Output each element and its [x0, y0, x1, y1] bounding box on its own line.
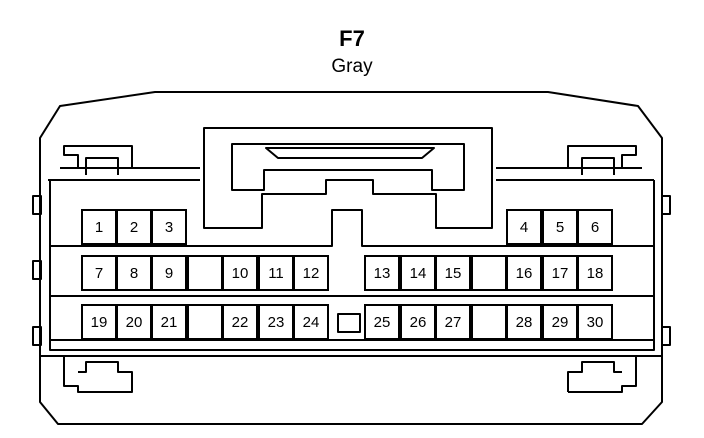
pin-cavity-1 [81, 209, 117, 245]
pin-label-16: 16 [516, 265, 533, 282]
pin-cavity-13 [364, 255, 400, 291]
pin-cavity-14 [400, 255, 436, 291]
pin-cavity-2 [116, 209, 152, 245]
pin-label-20: 20 [126, 314, 143, 331]
side-tab-left-bottom [32, 326, 42, 346]
pin-cavity-15 [435, 255, 471, 291]
latch-top-right [567, 145, 637, 168]
latch-top-left [63, 145, 133, 168]
pin-cavity-18 [577, 255, 613, 291]
inner-frame [49, 180, 655, 351]
pin-label-18: 18 [587, 265, 604, 282]
pin-cavity-24 [293, 304, 329, 340]
pin-label-6: 6 [591, 219, 599, 236]
pin-cavity-21 [151, 304, 187, 340]
lock-block [203, 127, 493, 229]
connector-housing [39, 91, 663, 425]
pin-label-14: 14 [410, 265, 427, 282]
empty-cavity [187, 304, 223, 340]
pin-cavity-10 [222, 255, 258, 291]
pin-label-7: 7 [95, 265, 103, 282]
pin-label-12: 12 [303, 265, 320, 282]
pin-cavity-23 [258, 304, 294, 340]
pin-label-21: 21 [161, 314, 178, 331]
empty-cavity [471, 304, 507, 340]
pin-cavity-25 [364, 304, 400, 340]
pin-label-13: 13 [374, 265, 391, 282]
latch-bottom-right [567, 356, 637, 393]
pin-cavity-26 [400, 304, 436, 340]
center-key [337, 313, 361, 333]
latch-bottom-left [63, 356, 133, 393]
empty-cavity [471, 255, 507, 291]
side-tab-left-mid [32, 260, 42, 280]
side-tab-left-top [32, 195, 42, 215]
pin-label-1: 1 [95, 219, 103, 236]
pin-cavity-9 [151, 255, 187, 291]
pin-cavity-4 [506, 209, 542, 245]
pin-label-24: 24 [303, 314, 320, 331]
pin-label-23: 23 [268, 314, 285, 331]
pin-label-9: 9 [165, 265, 173, 282]
pin-cavity-27 [435, 304, 471, 340]
pin-label-8: 8 [130, 265, 138, 282]
pin-cavity-12 [293, 255, 329, 291]
pin-cavity-3 [151, 209, 187, 245]
pin-label-30: 30 [587, 314, 604, 331]
pin-cavity-22 [222, 304, 258, 340]
pin-label-11: 11 [268, 265, 284, 282]
pin-label-5: 5 [556, 219, 564, 236]
pin-cavity-17 [542, 255, 578, 291]
pin-cavity-11 [258, 255, 294, 291]
pin-cavity-6 [577, 209, 613, 245]
pin-label-17: 17 [552, 265, 569, 282]
pin-label-29: 29 [552, 314, 569, 331]
connector-id: F7 [339, 26, 365, 51]
connector-color-label: Gray [331, 56, 373, 77]
pin-label-22: 22 [232, 314, 249, 331]
pin-label-3: 3 [165, 219, 173, 236]
pin-label-4: 4 [520, 219, 528, 236]
pin-label-27: 27 [445, 314, 462, 331]
pin-label-19: 19 [91, 314, 108, 331]
pin-cavity-19 [81, 304, 117, 340]
pin-label-2: 2 [130, 219, 138, 236]
pin-cavity-16 [506, 255, 542, 291]
pin-label-15: 15 [445, 265, 462, 282]
side-tab-right-bottom [661, 326, 671, 346]
pin-cavity-28 [506, 304, 542, 340]
empty-cavity [187, 255, 223, 291]
pin-label-25: 25 [374, 314, 391, 331]
pin-label-28: 28 [516, 314, 533, 331]
side-tab-right-top [661, 195, 671, 215]
pin-label-26: 26 [410, 314, 427, 331]
pin-cavity-30 [577, 304, 613, 340]
pin-label-10: 10 [232, 265, 249, 282]
